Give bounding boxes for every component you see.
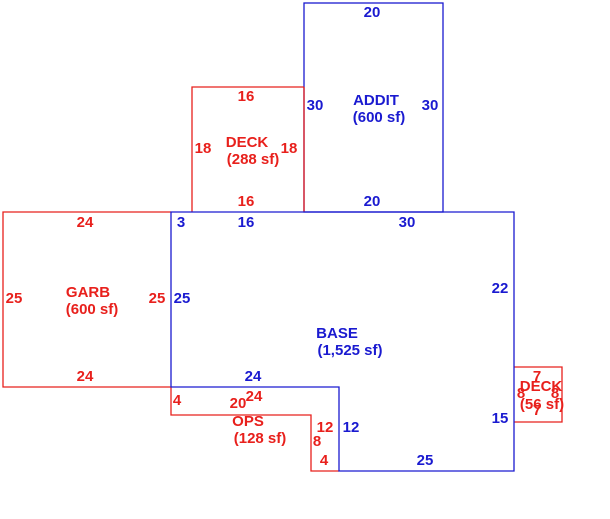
deck-top-outline — [191, 86, 304, 212]
garb-top-dimension: 24 — [77, 214, 94, 231]
base-right-lower-dimension: 15 — [492, 410, 509, 427]
base-outline — [170, 211, 515, 472]
addit-left-dimension: 30 — [307, 97, 324, 114]
garb-outline — [2, 211, 171, 388]
garb-left-dimension: 25 — [6, 290, 23, 307]
deck-right-left-dimension: 8 — [517, 385, 525, 402]
deck-right-name-label: DECK — [520, 378, 563, 395]
garb-bottom-dimension: 24 — [77, 368, 94, 385]
deck-right-bottom-dimension: 7 — [533, 402, 541, 419]
addit-bottom-dimension: 20 — [364, 193, 381, 210]
addit-top-dimension: 20 — [364, 4, 381, 21]
deck-top-left-dimension: 18 — [195, 140, 212, 157]
ops-area-label: (128 sf) — [234, 430, 287, 447]
base-bottom-left-dimension: 24 — [245, 368, 262, 385]
deck-right-top-dimension: 7 — [533, 368, 541, 385]
deck-right-outline — [514, 366, 563, 423]
deck-top-name-label: DECK — [226, 134, 269, 151]
deck-top-bottom-dimension: 16 — [238, 193, 255, 210]
ops-bottom-left-dimension: 8 — [313, 433, 321, 450]
base-bottom-dimension: 25 — [417, 452, 434, 469]
deck-right-right-dimension: 8 — [551, 385, 559, 402]
addit-right-dimension: 30 — [422, 97, 439, 114]
ops-step-top-dimension: 20 — [230, 395, 247, 412]
base-top-short-dimension: 3 — [177, 214, 185, 231]
deck-right-area-label: (56 sf) — [520, 396, 564, 413]
addit-name-label: ADDIT — [353, 92, 399, 109]
garb-right-dimension: 25 — [149, 290, 166, 307]
deck-top-area-label: (288 sf) — [227, 151, 280, 168]
base-left-dimension: 25 — [174, 290, 191, 307]
ops-step-right-dimension: 12 — [317, 419, 334, 436]
garb-area-label: (600 sf) — [66, 301, 119, 318]
ops-outline — [170, 387, 339, 472]
ops-left-dimension: 4 — [173, 392, 182, 409]
base-top-mid-dimension: 16 — [238, 214, 255, 231]
base-name-label: BASE — [316, 325, 358, 342]
deck-top-top-dimension: 16 — [238, 88, 255, 105]
garb-name-label: GARB — [66, 284, 110, 301]
base-right-dimension: 22 — [492, 280, 509, 297]
base-area-label: (1,525 sf) — [317, 342, 382, 359]
addit-area-label: (600 sf) — [353, 109, 406, 126]
deck-top-right-dimension: 18 — [281, 140, 298, 157]
base-top-right-dimension: 30 — [399, 214, 416, 231]
base-inner-vertical-dimension: 12 — [343, 419, 360, 436]
ops-name-label: OPS — [232, 413, 264, 430]
ops-bottom-dimension: 4 — [320, 452, 329, 469]
ops-top-dimension: 24 — [246, 388, 263, 405]
